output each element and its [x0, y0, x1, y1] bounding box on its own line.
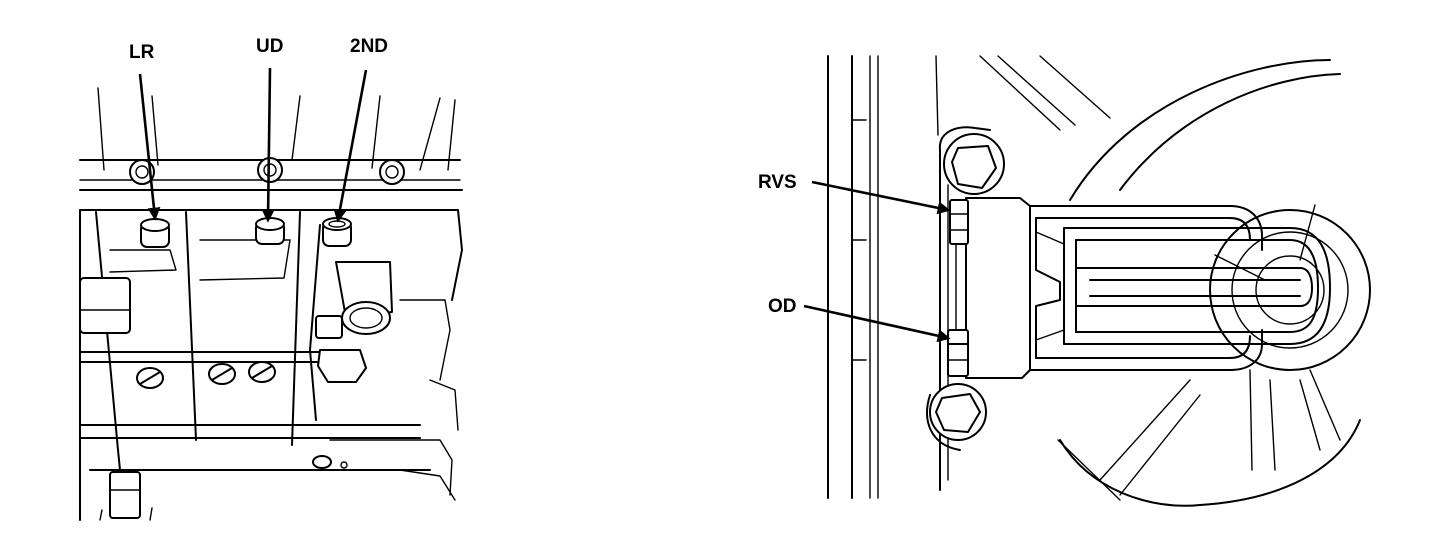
servo-bracket — [965, 197, 1331, 379]
ud-label: UD — [256, 36, 283, 57]
lr-label: LR — [129, 42, 155, 63]
slotted-screw — [136, 367, 164, 389]
upper-hex-bolt — [943, 133, 1005, 195]
od-label: OD — [768, 296, 797, 317]
left-figure-valve-body — [79, 87, 463, 521]
ud-leader-line — [261, 67, 275, 223]
rvs-label: RVS — [758, 172, 797, 193]
flange-bolt — [379, 159, 405, 185]
right-figure-transaxle-case — [827, 55, 1371, 507]
flange-bolt — [129, 159, 155, 185]
slotted-screw — [248, 361, 276, 383]
ud-pressure-port — [255, 217, 285, 245]
lower-hex-bolt — [929, 383, 987, 441]
od-leader-line — [803, 304, 951, 343]
cylinder-boss — [335, 261, 393, 335]
hex-plug — [315, 315, 367, 383]
od-pressure-port — [947, 329, 969, 377]
slotted-screw — [208, 363, 236, 385]
rvs-pressure-port — [949, 199, 969, 245]
lr-leader-line — [138, 73, 161, 221]
rvs-leader-line — [811, 180, 951, 215]
second-label: 2ND — [350, 36, 388, 57]
gear-wheel — [1209, 204, 1371, 371]
second-pressure-port — [322, 217, 352, 247]
lr-pressure-port — [140, 218, 170, 248]
second-leader-line — [333, 69, 368, 223]
